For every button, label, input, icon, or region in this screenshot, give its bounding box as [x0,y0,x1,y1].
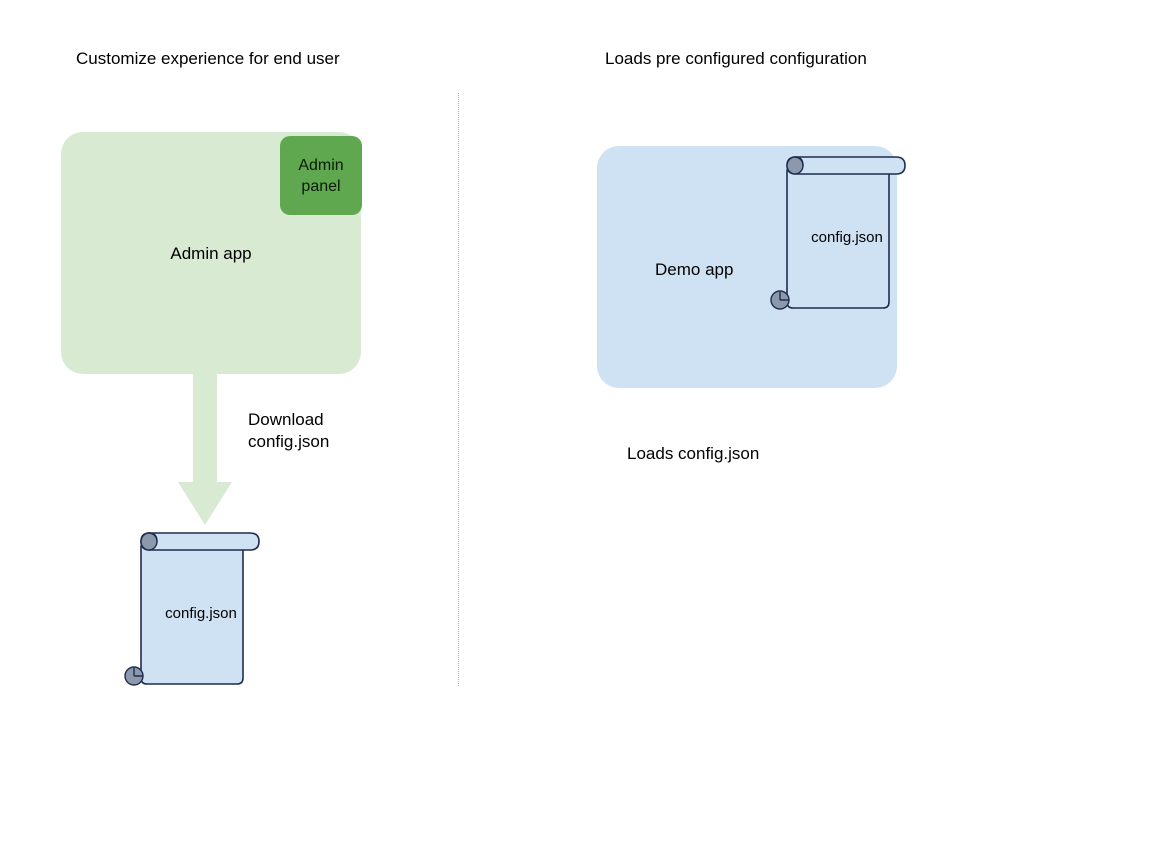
loads-config-caption: Loads config.json [627,444,760,463]
admin-app-label: Admin app [170,244,252,263]
download-arrow-label-line1: Download [248,410,324,429]
admin-panel-label-line1: Admin [298,156,344,174]
demo-app-label: Demo app [655,260,734,279]
config-json-document-right[interactable]: config.json [766,152,916,312]
left-column-title: Customize experience for end user [76,49,340,68]
column-divider [458,93,459,686]
admin-panel-label-line2: panel [301,177,341,195]
download-arrow-label-line2: config.json [248,432,330,451]
right-column-title: Loads pre configured configuration [605,49,867,68]
download-arrow-icon [178,370,232,528]
config-json-document-left[interactable]: config.json [120,528,270,688]
config-json-label-right: config.json [811,229,883,246]
download-arrow-label: Download config.json [248,409,329,453]
admin-panel-box[interactable]: Admin panel [280,136,362,215]
config-json-label-left: config.json [165,605,237,622]
